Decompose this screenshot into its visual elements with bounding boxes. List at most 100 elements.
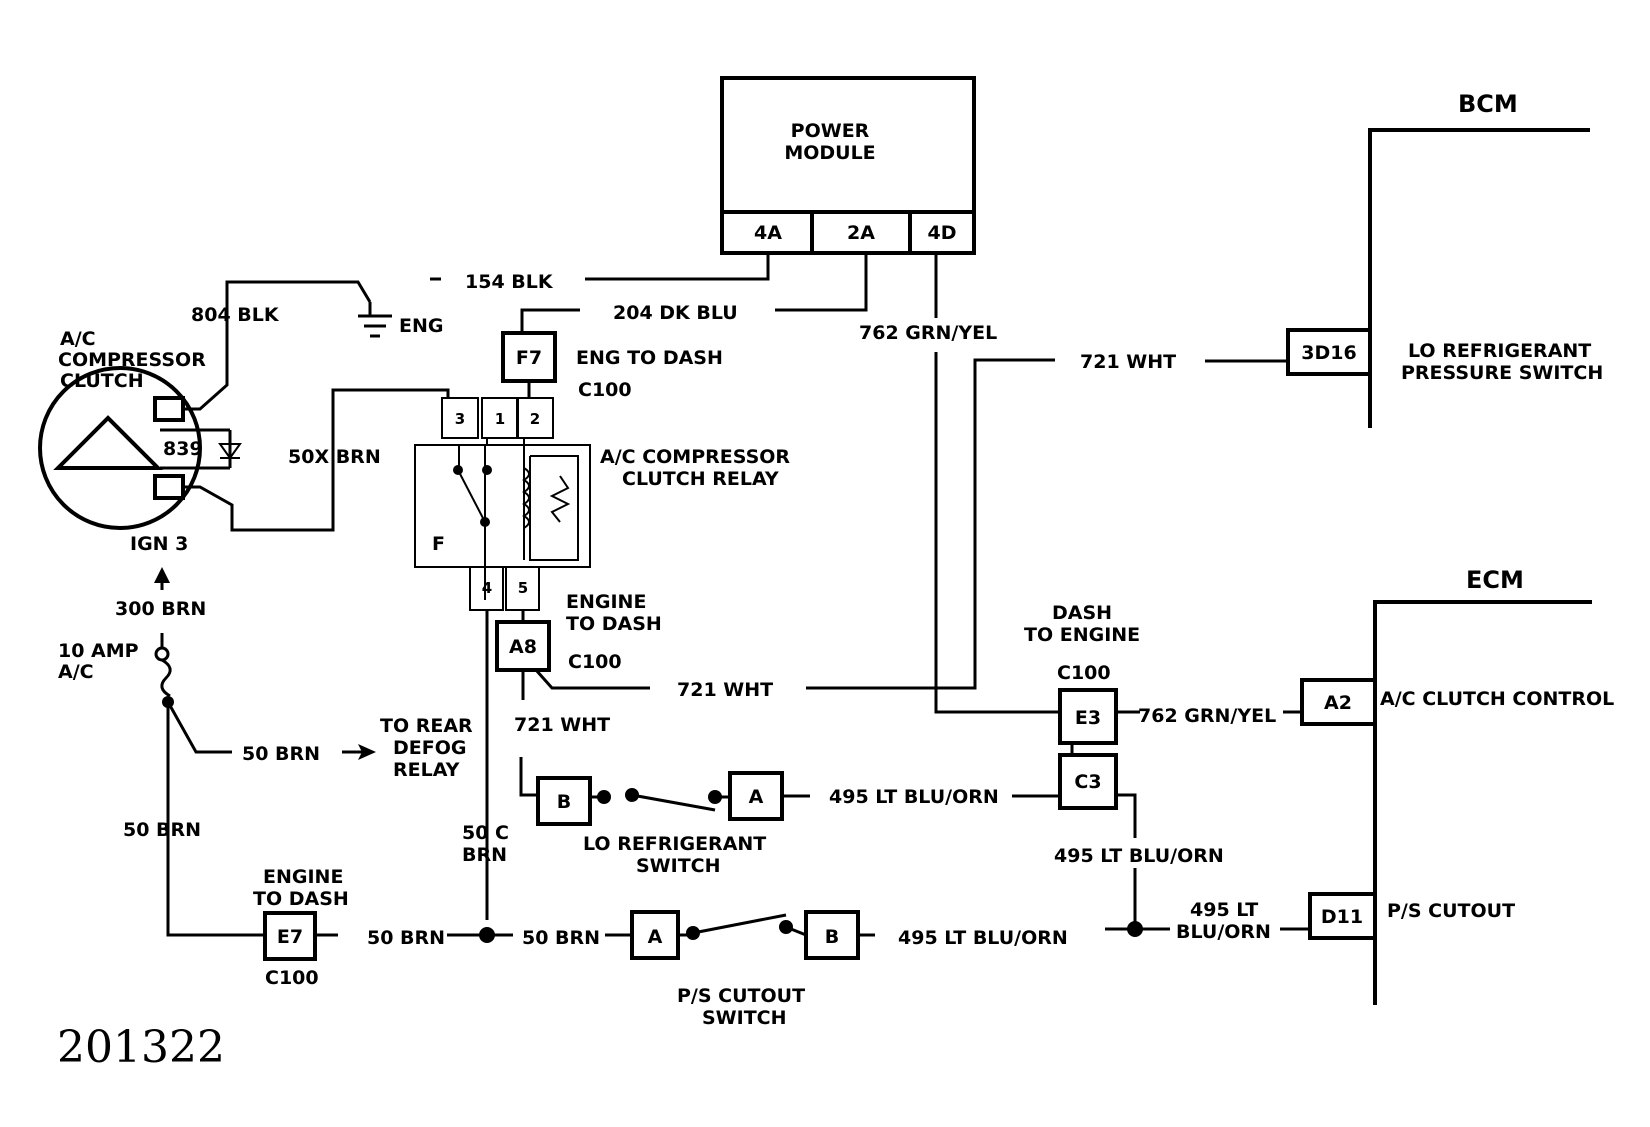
engine-to-dash-e7-label-2: TO DASH: [253, 888, 349, 910]
lo-ref-switch-label-1: LO REFRIGERANT: [583, 833, 766, 855]
connector-e3-label: E3: [1075, 707, 1101, 729]
bcm-module: BCM 3D16 LO REFRIGERANT PRESSURE SWITCH: [1286, 90, 1603, 428]
to-rear-defog-label-3: RELAY: [393, 759, 460, 781]
relay-pin-5: 5: [518, 579, 528, 597]
relay-pin-2: 2: [530, 410, 540, 428]
ign3-feed: [154, 567, 265, 937]
ac-relay-label-1: A/C COMPRESSOR: [600, 446, 790, 468]
wire-495-c-label: 495 LT BLU/ORN: [898, 927, 1068, 949]
connector-e3-c3: E3 C3: [1058, 688, 1118, 810]
connector-3d16: [1286, 328, 1372, 376]
connector-3d16-label: 3D16: [1301, 342, 1356, 364]
wire-495-c3-down: [1116, 793, 1137, 929]
power-module-pin-2a: 2A: [847, 222, 875, 244]
connector-a2-label: A2: [1324, 692, 1352, 714]
wire-495-a-label: 495 LT BLU/ORN: [829, 786, 999, 808]
ac-relay-label-2: CLUTCH RELAY: [622, 468, 779, 490]
bcm-label: BCM: [1458, 90, 1518, 118]
relay-fuse-f: F: [432, 533, 445, 555]
ac-compressor-clutch-label-1: A/C: [60, 328, 96, 350]
c100-a8-label: C100: [568, 651, 622, 673]
c100-e3-label: C100: [1057, 662, 1111, 684]
wire-495-d-label-2: BLU/ORN: [1176, 921, 1271, 943]
wire-762-grn-yel-top-label: 762 GRN/YEL: [859, 322, 997, 344]
figure-number: 201322: [57, 1022, 225, 1073]
ps-cutout-switch: A B: [630, 910, 860, 960]
wire-721-wht-a8: [521, 669, 650, 700]
relay-pin-3: 3: [455, 410, 465, 428]
ign3-label: IGN 3: [130, 533, 188, 555]
wire-804-blk-label: 804 BLK: [191, 304, 280, 326]
eng-ground-label: ENG: [399, 315, 443, 337]
ac-compressor-clutch: [38, 350, 450, 532]
dash-to-engine-label-2: TO ENGINE: [1024, 624, 1140, 646]
wire-762-grn-yel: [934, 253, 1060, 714]
ecm-label: ECM: [1466, 566, 1524, 594]
engine-to-dash-a8-label-2: TO DASH: [566, 613, 662, 635]
wire-495-d-label-1: 495 LT: [1190, 899, 1258, 921]
wire-204-dk-blu-label: 204 DK BLU: [613, 302, 738, 324]
c100-e7-label: C100: [265, 967, 319, 989]
ac-compressor-clutch-label-3: CLUTCH: [60, 370, 144, 392]
connector-d11: [1308, 892, 1377, 940]
wire-721-wht-top-label: 721 WHT: [1080, 351, 1176, 373]
ps-switch-a: A: [648, 926, 663, 948]
wire-50-brn-ps-label: 50 BRN: [522, 927, 600, 949]
eng-to-dash-f7-label: ENG TO DASH: [576, 347, 723, 369]
arrow-right-icon: [358, 744, 376, 760]
ac-clutch-control-label: A/C CLUTCH CONTROL: [1380, 688, 1614, 710]
wire-50-brn-defog-label: 50 BRN: [242, 743, 320, 765]
wire-50-brn-e7-label: 50 BRN: [367, 927, 445, 949]
relay-pin-1: 1: [495, 410, 505, 428]
wire-721-wht-low-label: 721 WHT: [514, 714, 610, 736]
connector-a2: [1300, 678, 1377, 726]
relay-pin-4: 4: [482, 579, 492, 597]
power-module-pin-4a: 4A: [754, 222, 782, 244]
ac-compressor-clutch-relay: 3 1 2 4 5 F: [414, 397, 591, 611]
diode-icon: [218, 443, 242, 460]
dash-to-engine-label-1: DASH: [1052, 602, 1112, 624]
lo-ref-pressure-switch-label-2: PRESSURE SWITCH: [1401, 362, 1603, 384]
ps-cutout-label: P/S CUTOUT: [1387, 900, 1515, 922]
wire-721-wht-bcm: [806, 358, 1288, 690]
to-rear-defog-label-2: DEFOG: [393, 737, 466, 759]
ps-cutout-switch-label-1: P/S CUTOUT: [677, 985, 805, 1007]
engine-to-dash-a8-label-1: ENGINE: [566, 591, 646, 613]
connector-f7-label: F7: [516, 347, 542, 369]
ground-icon: [358, 314, 392, 338]
wire-154-blk-label: 154 BLK: [465, 271, 554, 293]
wire-721-wht-lo-switch: [519, 757, 538, 797]
ecm-module: ECM A2 A/C CLUTCH CONTROL D11 P/S CUTOUT: [1300, 566, 1614, 1005]
lo-switch-a: A: [749, 786, 764, 808]
connector-a8-label: A8: [509, 636, 537, 658]
lo-ref-switch-label-2: SWITCH: [636, 855, 721, 877]
lo-ref-pressure-switch-label-1: LO REFRIGERANT: [1408, 340, 1591, 362]
wire-721-wht-mid-label: 721 WHT: [677, 679, 773, 701]
power-module: POWER MODULE 4A 2A 4D: [720, 76, 976, 255]
engine-to-dash-e7-label-1: ENGINE: [263, 866, 343, 888]
wire-204-dk-blu: [520, 253, 868, 333]
fuse-10amp-label-1: 10 AMP: [58, 640, 139, 662]
power-module-pin-4d: 4D: [928, 222, 957, 244]
to-rear-defog-label-1: TO REAR: [380, 715, 473, 737]
arrow-up-icon: [154, 567, 170, 583]
c100-f7-label: C100: [578, 379, 632, 401]
power-module-label-1: POWER: [791, 120, 870, 142]
lo-switch-b: B: [557, 791, 571, 813]
wire-495-b-label: 495 LT BLU/ORN: [1054, 845, 1224, 867]
wire-50-brn-left-label: 50 BRN: [123, 819, 201, 841]
wire-50c-brn-label-1: 50 C: [462, 822, 509, 844]
ps-switch-b: B: [825, 926, 839, 948]
power-module-label-2: MODULE: [784, 142, 875, 164]
connector-e7-label: E7: [277, 926, 303, 948]
wire-300-brn-label: 300 BRN: [115, 598, 206, 620]
ps-cutout-switch-label-2: SWITCH: [702, 1007, 787, 1029]
connector-d11-label: D11: [1321, 906, 1363, 928]
connector-c3-label: C3: [1074, 771, 1101, 793]
diode-839-label: 839: [163, 438, 203, 460]
wire-762-grn-yel-ecm-label: 762 GRN/YEL: [1138, 705, 1276, 727]
ac-compressor-clutch-label-2: COMPRESSOR: [58, 349, 206, 371]
fuse-10amp-label-2: A/C: [58, 661, 94, 683]
lo-refrigerant-switch: B A: [536, 771, 784, 826]
